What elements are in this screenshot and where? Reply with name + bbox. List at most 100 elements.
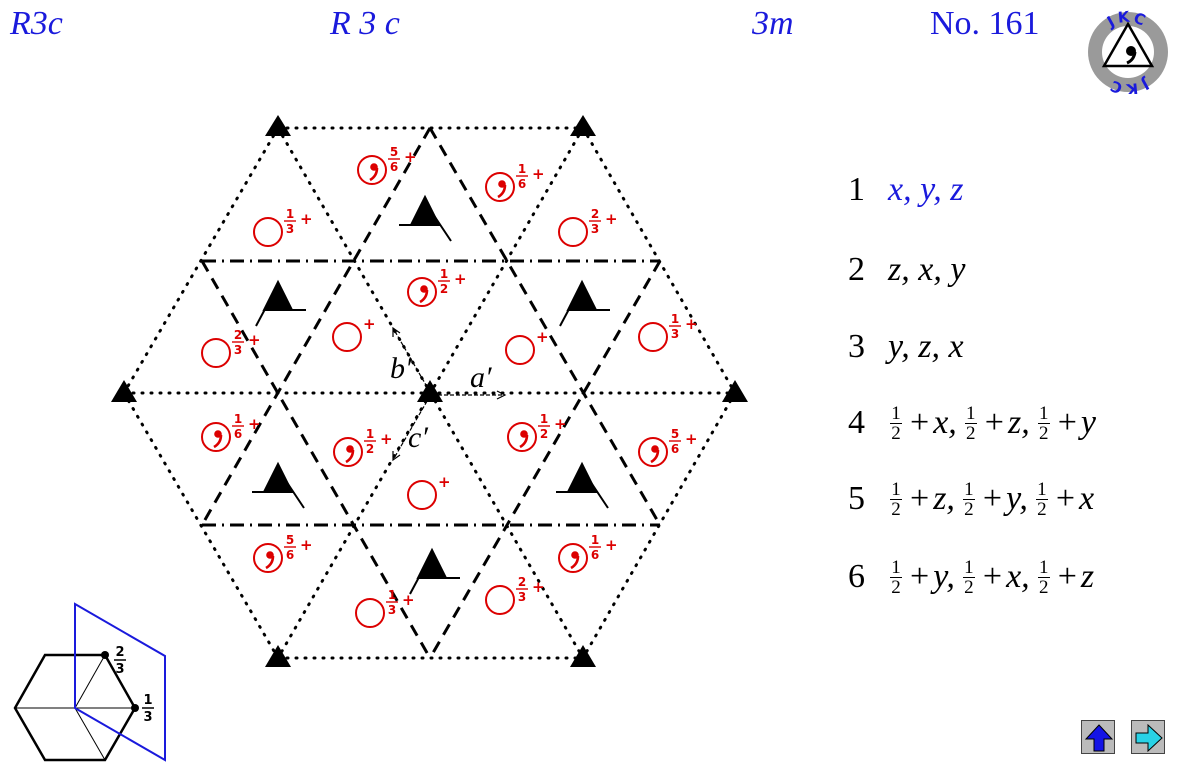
position-with-comma-icon: 56+ (357, 145, 417, 185)
screw-axis-icon (255, 279, 306, 327)
logo-triangle (1101, 21, 1155, 68)
space-group-number: No. 161 (930, 5, 1040, 42)
next-button[interactable] (1131, 720, 1165, 754)
coordinate-term: x (1079, 480, 1095, 517)
height-denominator: 6 (390, 160, 398, 174)
triangle-icon (722, 380, 748, 402)
height-denominator: 3 (234, 343, 242, 357)
jkc-logo: JKC JKC (1088, 10, 1168, 94)
coordinate-term: x, (1006, 558, 1030, 595)
position-circle-icon: 23 + (201, 328, 261, 368)
height-denominator: 3 (671, 327, 679, 341)
height-plus: + (248, 415, 261, 433)
coordinate-term: z, (933, 480, 955, 517)
height-denominator: 3 (591, 222, 599, 236)
hex-edge (74, 654, 106, 709)
coordinate-text: y, z, x (888, 328, 964, 365)
row-number: 2 (848, 251, 865, 288)
height-numerator: 1 (540, 412, 548, 426)
height-numerator: 1 (388, 588, 396, 602)
height-plus: + (402, 591, 415, 609)
arrow-right-icon (1135, 723, 1163, 753)
height-plus: + (685, 430, 698, 448)
coordinate-term: y (1080, 404, 1096, 441)
height-denominator: 3 (388, 603, 396, 617)
cell-projection: 2 3 1 3 (13, 602, 166, 762)
coordinate-text: x, y, z (888, 171, 964, 208)
height-plus: + (605, 210, 618, 228)
height-numerator: 1 (286, 207, 294, 221)
height-plus: + (300, 210, 313, 228)
full-symbol: R 3 c (330, 5, 400, 42)
height-numerator: 1 (518, 162, 526, 176)
coordinate-row: 3 y, z, x (848, 322, 964, 372)
coordinate-term: z (1080, 558, 1095, 595)
position-with-comma-icon: 16+ (201, 412, 261, 452)
height-plus: + (363, 315, 376, 333)
row-number: 5 (848, 480, 865, 517)
arrow-up-icon (1084, 724, 1114, 752)
position-circle-icon: 13 + (253, 207, 313, 247)
up-button[interactable] (1081, 720, 1115, 754)
logo-comma-tail (1126, 51, 1137, 65)
height-plus: + (605, 536, 618, 554)
coordinate-term: x, (933, 404, 957, 441)
height-plus: + (438, 473, 451, 491)
height-plus: + (532, 165, 545, 183)
position-with-comma-icon: 56+ (253, 533, 313, 573)
height-plus: + (685, 315, 698, 333)
position-with-comma-icon: 12+ (407, 267, 467, 307)
height-denominator: 6 (286, 548, 294, 562)
height-denominator: 6 (234, 427, 242, 441)
height-numerator: 1 (440, 267, 448, 281)
position-circle-icon: 13 + (355, 588, 415, 628)
position-circle-icon: 23 + (558, 207, 618, 247)
position-with-comma-icon: 12+ (507, 412, 567, 452)
screw-axis-icon (252, 461, 305, 509)
mirror-lines (200, 127, 662, 659)
mini-label-side-num: 1 (143, 693, 152, 708)
height-plus: + (248, 331, 261, 349)
height-numerator: 5 (671, 427, 679, 441)
position-circle-icon: + (332, 315, 376, 352)
position-with-comma-icon: 16 + (485, 162, 545, 202)
height-denominator: 6 (518, 177, 526, 191)
height-denominator: 3 (286, 222, 294, 236)
position-with-comma-icon: 56+ (638, 427, 698, 467)
height-plus: + (554, 415, 567, 433)
height-plus: + (380, 430, 393, 448)
short-symbol: R3c (10, 5, 63, 42)
coordinate-term: z, (1007, 404, 1030, 441)
screw-axes (252, 194, 610, 595)
point-group: 3m (752, 5, 794, 42)
coordinate-row: 1 x, y, z (848, 165, 964, 215)
height-plus: + (532, 578, 545, 596)
screw-axis-icon (559, 279, 610, 327)
coordinate-row: 2 z, x, y (848, 245, 965, 295)
hex-edge (74, 707, 106, 761)
height-numerator: 1 (671, 312, 679, 326)
screw-axis-icon (409, 547, 460, 595)
cell-axes (392, 326, 507, 462)
screw-axis-icon (399, 194, 452, 242)
row-number: 6 (848, 558, 865, 595)
height-denominator: 6 (591, 548, 599, 562)
point-icon (131, 704, 139, 712)
height-numerator: 2 (591, 207, 599, 221)
height-plus: + (454, 270, 467, 288)
height-numerator: 2 (234, 328, 242, 342)
height-plus: + (536, 328, 549, 346)
triangle-icon (570, 645, 596, 667)
height-plus: + (300, 536, 313, 554)
screw-axis-icon (556, 461, 609, 509)
height-numerator: 5 (390, 145, 398, 159)
position-with-comma-icon: 12+ (333, 427, 393, 467)
unit-cell-outline (74, 602, 166, 762)
general-positions: 56+16+13+23+12+++23+13+16+12+12+56++56+1… (201, 145, 698, 628)
position-circle-icon: + (505, 328, 549, 365)
position-circle-icon: 13 + (638, 312, 698, 352)
triangle-icon (570, 115, 596, 136)
symmetry-diagram: a′ b′ c′ 56+16+13+23+12+++23+13+16+12+12… (111, 115, 748, 667)
